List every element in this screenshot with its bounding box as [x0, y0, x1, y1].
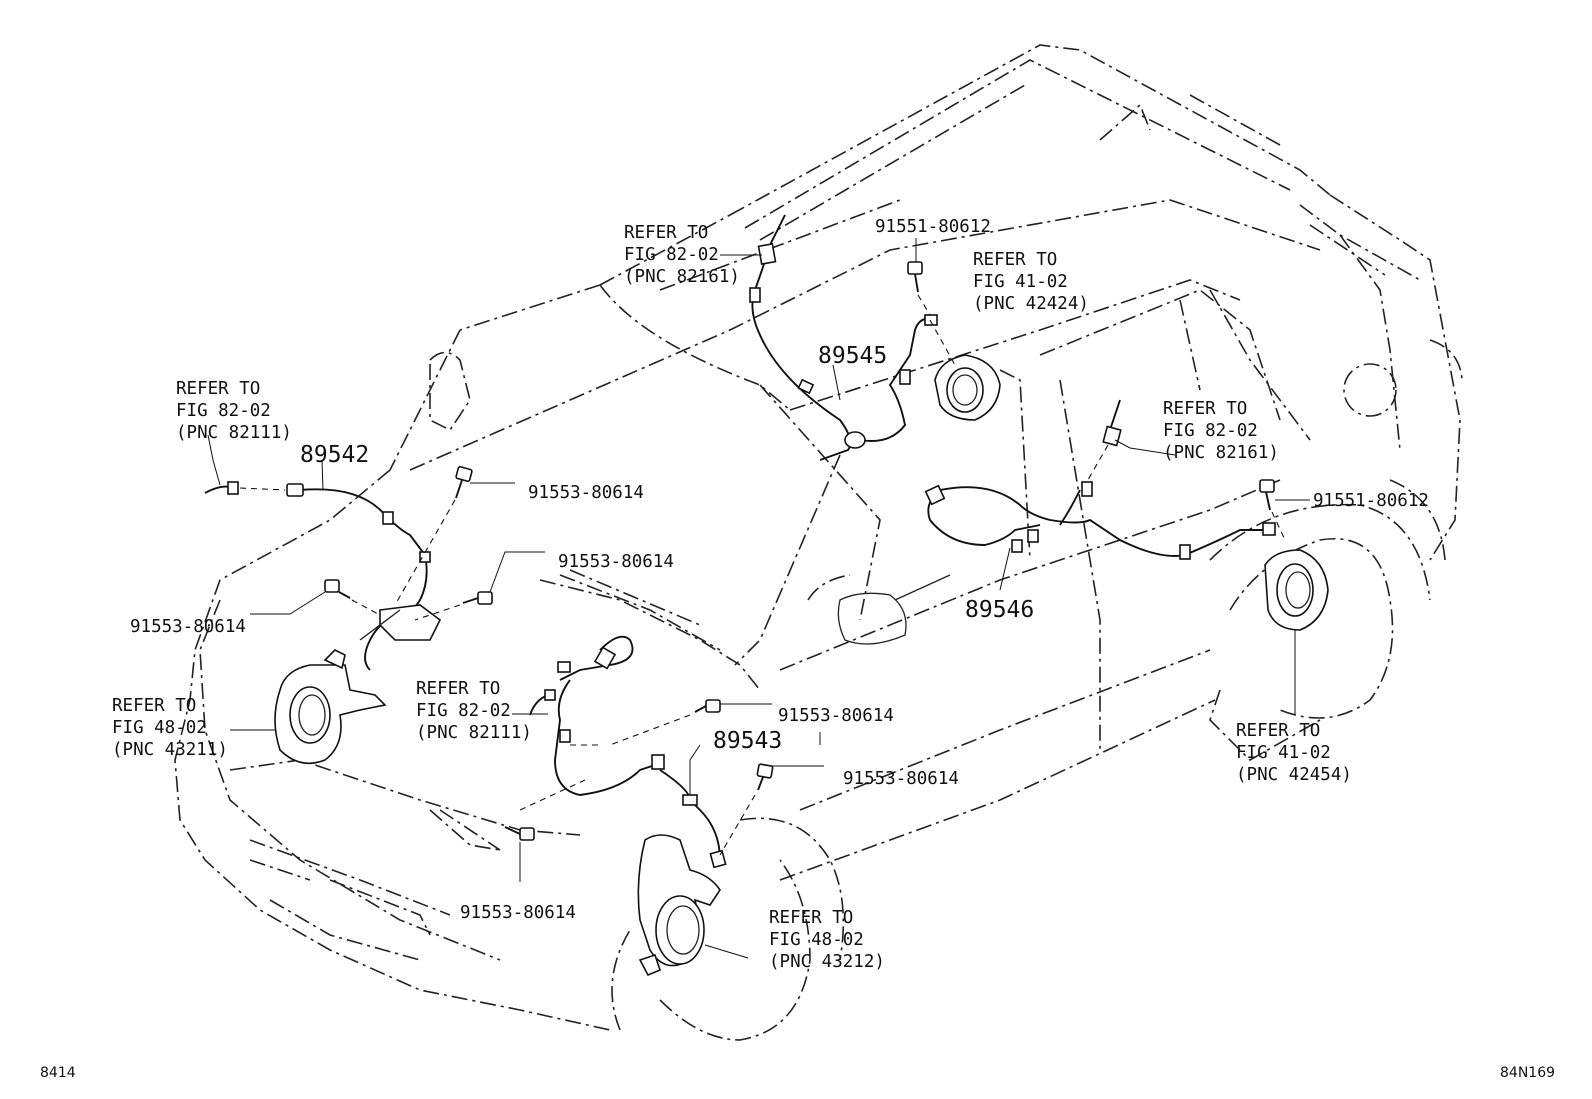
label-bolt-91553-80614-b: 91553-80614	[558, 552, 674, 572]
bolt-91551-80612-rear-right[interactable]	[1259, 479, 1310, 541]
corner-label-right: 84N169	[1500, 1065, 1555, 1081]
steering-knuckle-43212	[637, 834, 721, 977]
bolt-91553-80614-f[interactable]	[504, 779, 586, 882]
label-bolt-91553-80614-c: 91553-80614	[130, 617, 246, 637]
sensor-wire-89546[interactable]	[924, 399, 1276, 591]
ref-label-42454: REFER TO FIG 41-02 (PNC 42454)	[1236, 721, 1352, 785]
bolt-91553-80614-b[interactable]	[414, 551, 545, 621]
ref-label-43212: REFER TO FIG 48-02 (PNC 43212)	[769, 908, 885, 972]
ref-label-43211: REFER TO FIG 48-02 (PNC 43211)	[112, 696, 228, 760]
leader-lines	[207, 254, 1176, 959]
hub-bearing-42454	[1264, 549, 1329, 715]
sensor-wire-89543[interactable]	[529, 635, 821, 869]
label-bolt-91553-80614-a: 91553-80614	[528, 483, 644, 503]
bolt-labels: 91551-80612 91551-80612 91553-80614 9155…	[130, 217, 1429, 923]
steering-knuckle-43211	[274, 649, 387, 765]
ref-label-82111-center: REFER TO FIG 82-02 (PNC 82111)	[416, 679, 532, 743]
label-bolt-91551-80612-rear-left: 91551-80612	[875, 217, 991, 237]
part-number-labels: 89545 89542 89543 89546	[300, 343, 1034, 754]
ref-label-82161-right: REFER TO FIG 82-02 (PNC 82161)	[1163, 399, 1279, 463]
part-number-89542: 89542	[300, 442, 369, 468]
bolt-91551-80612-rear-left[interactable]	[907, 238, 931, 316]
sensor-wire-89542[interactable]	[204, 459, 442, 671]
part-number-89543: 89543	[713, 728, 782, 754]
corner-labels: 8414 84N169	[40, 1065, 1555, 1081]
label-bolt-91551-80612-rear-right: 91551-80612	[1313, 491, 1429, 511]
ref-label-42424: REFER TO FIG 41-02 (PNC 42424)	[973, 250, 1089, 314]
part-number-89546: 89546	[965, 597, 1034, 623]
label-bolt-91553-80614-d: 91553-80614	[778, 706, 894, 726]
part-number-89545: 89545	[818, 343, 887, 369]
reference-labels: REFER TO FIG 82-02 (PNC 82161) REFER TO …	[112, 223, 1352, 972]
bolt-91553-80614-d[interactable]	[609, 699, 772, 746]
ref-label-82161-top: REFER TO FIG 82-02 (PNC 82161)	[624, 223, 740, 287]
bolt-91553-80614-c[interactable]	[250, 579, 381, 616]
sensor-wire-89545[interactable]	[749, 214, 938, 461]
label-bolt-91553-80614-e: 91553-80614	[843, 769, 959, 789]
bolt-91553-80614-e[interactable]	[719, 763, 824, 856]
bolt-91553-80614-a[interactable]	[394, 466, 515, 606]
corner-label-left: 8414	[40, 1065, 76, 1081]
vehicle-body-outline	[174, 44, 1463, 1041]
hub-bearing-42424	[929, 319, 1001, 421]
label-bolt-91553-80614-f: 91553-80614	[460, 903, 576, 923]
ref-label-82111-left: REFER TO FIG 82-02 (PNC 82111)	[176, 379, 292, 443]
